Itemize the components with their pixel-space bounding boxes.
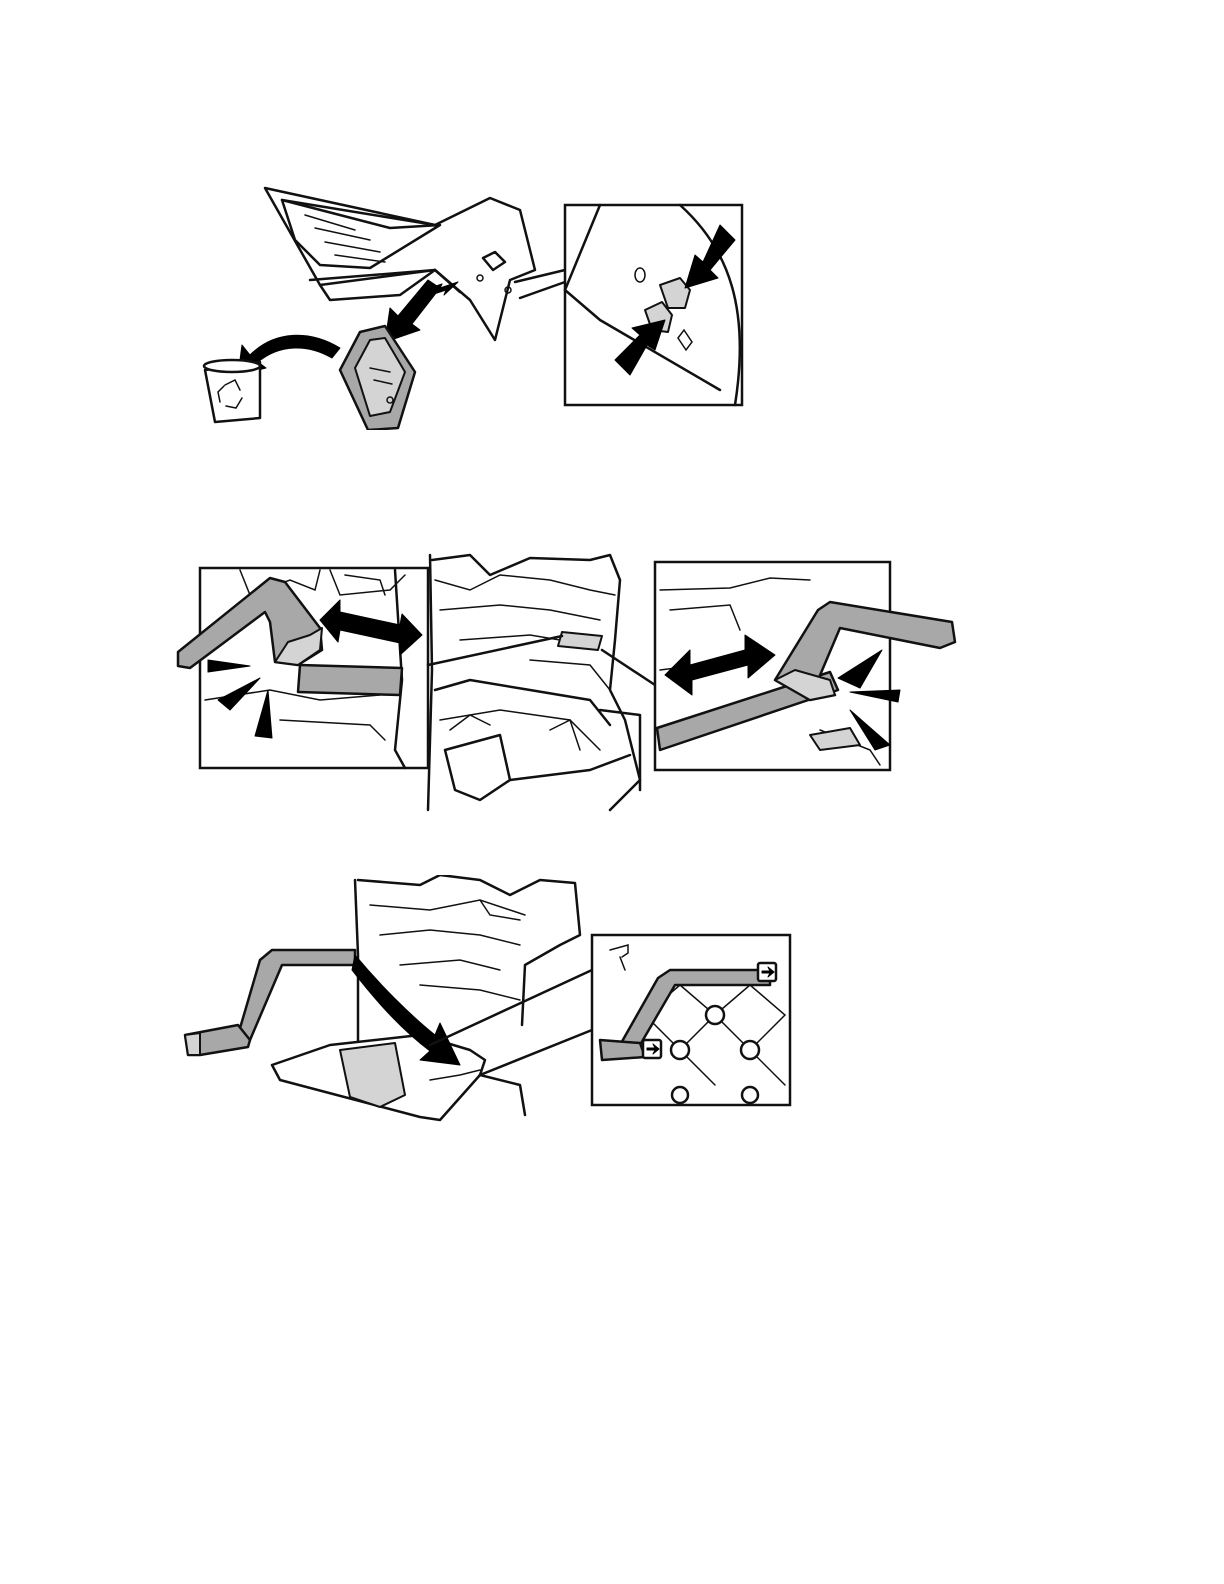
remove-arrow-icon [385,280,440,342]
detail-inset-right [655,562,955,770]
cleaning-rod-slider [298,665,402,695]
detail-inset-door [592,935,790,1105]
detail-inset-left [178,568,428,768]
figure-remove-cover [190,180,750,430]
cleaning-rod-loose [185,950,355,1055]
figure-clean-rod [170,550,960,820]
removed-cover-part [340,326,415,430]
figure-store-rod [180,875,800,1145]
recycle-bin-icon [204,360,260,422]
printer-interior [428,555,640,810]
detail-inset-tabs [565,205,742,405]
